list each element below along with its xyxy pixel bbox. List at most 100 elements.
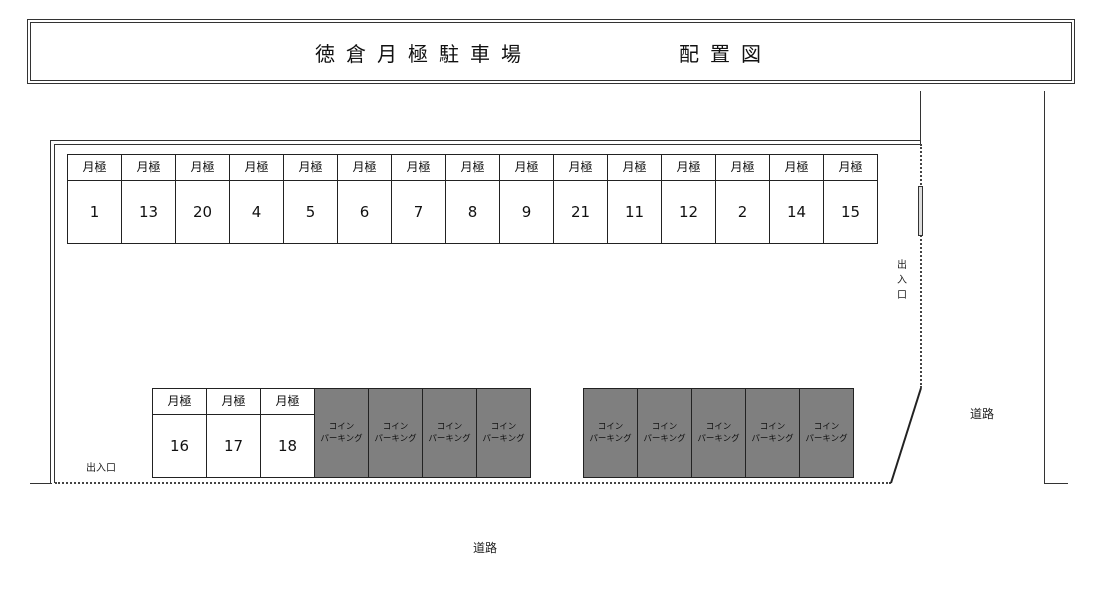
coin-parking-space[interactable]: コインパーキング: [800, 389, 854, 478]
space-type-label: 月極: [261, 389, 314, 415]
coin-parking-space[interactable]: コインパーキング: [423, 389, 477, 478]
space-number: 13: [138, 203, 159, 221]
lot-left-inner-line: [54, 144, 55, 483]
title-box: 徳倉月極駐車場 配置図: [27, 19, 1075, 84]
space-number: 12: [678, 203, 699, 221]
space-type-label: 月極: [716, 155, 769, 181]
entrance-char: 出: [897, 260, 907, 271]
coin-label-line2: パーキング: [643, 434, 686, 444]
space-number: 5: [305, 203, 316, 221]
space-number: 18: [277, 437, 298, 455]
coin-label-line1: コイン: [382, 422, 409, 432]
parking-space-4[interactable]: 月極 4: [230, 155, 284, 244]
title-main: 徳倉月極駐車場: [315, 42, 532, 66]
space-type-label: 月極: [122, 155, 175, 181]
coin-parking-space[interactable]: コインパーキング: [315, 389, 369, 478]
space-type-label: 月極: [284, 155, 337, 181]
parking-space-16[interactable]: 月極 16: [153, 389, 207, 478]
coin-label-line2: パーキング: [697, 434, 740, 444]
lot-top-inner-line: [54, 144, 921, 145]
parking-space-12[interactable]: 月極 12: [662, 155, 716, 244]
bottom-parking-row-left: 月極 16 月極 17 月極 18 コインパーキング コインパーキング コインパーキン…: [152, 388, 531, 478]
space-type-label: 月極: [338, 155, 391, 181]
space-type-label: 月極: [207, 389, 260, 415]
entrance-char: 口: [897, 290, 907, 301]
coin-parking-space[interactable]: コインパーキング: [638, 389, 692, 478]
coin-parking-space[interactable]: コインパーキング: [584, 389, 638, 478]
lot-left-outer-line: [50, 140, 51, 483]
parking-space-21[interactable]: 月極 21: [554, 155, 608, 244]
coin-label-line1: コイン: [651, 422, 678, 432]
lot-diagonal-corner: [890, 387, 922, 484]
coin-label-line1: コイン: [490, 422, 517, 432]
entrance-label-left: 出入口: [86, 463, 116, 474]
road-edge-far-right: [1044, 91, 1045, 483]
parking-space-7[interactable]: 月極 7: [392, 155, 446, 244]
space-number: 8: [467, 203, 478, 221]
space-type-label: 月極: [230, 155, 283, 181]
road-edge-left: [30, 483, 52, 484]
entrance-char: 入: [897, 275, 907, 286]
space-number: 21: [570, 203, 591, 221]
space-number: 4: [251, 203, 262, 221]
space-type-label: 月極: [500, 155, 553, 181]
space-type-label: 月極: [770, 155, 823, 181]
space-number: 6: [359, 203, 370, 221]
space-number: 11: [624, 203, 645, 221]
coin-label-line2: パーキング: [482, 434, 525, 444]
parking-space-15[interactable]: 月極 15: [824, 155, 878, 244]
parking-space-13[interactable]: 月極 13: [122, 155, 176, 244]
coin-label-line1: コイン: [328, 422, 355, 432]
parking-space-6[interactable]: 月極 6: [338, 155, 392, 244]
road-label-bottom: 道路: [473, 541, 498, 555]
space-type-label: 月極: [153, 389, 206, 415]
coin-label-line1: コイン: [436, 422, 463, 432]
space-number: 9: [521, 203, 532, 221]
coin-parking-space[interactable]: コインパーキング: [746, 389, 800, 478]
space-type-label: 月極: [176, 155, 229, 181]
space-number: 2: [737, 203, 748, 221]
space-number: 20: [192, 203, 213, 221]
road-edge-right-inner-top: [920, 91, 921, 144]
lot-bottom-boundary: [55, 482, 891, 484]
coin-label-line2: パーキング: [805, 434, 848, 444]
space-type-label: 月極: [824, 155, 877, 181]
space-number: 14: [786, 203, 807, 221]
lot-right-boundary: [920, 144, 922, 388]
space-number: 17: [223, 437, 244, 455]
parking-space-17[interactable]: 月極 17: [207, 389, 261, 478]
coin-label-line2: パーキング: [320, 434, 363, 444]
parking-space-9[interactable]: 月極 9: [500, 155, 554, 244]
parking-space-5[interactable]: 月極 5: [284, 155, 338, 244]
title-sub: 配置図: [679, 42, 772, 66]
space-type-label: 月極: [68, 155, 121, 181]
space-number: 7: [413, 203, 424, 221]
coin-label-line1: コイン: [597, 422, 624, 432]
parking-space-20[interactable]: 月極 20: [176, 155, 230, 244]
coin-label-line2: パーキング: [751, 434, 794, 444]
parking-space-18[interactable]: 月極 18: [261, 389, 315, 478]
gate-bar: [918, 186, 923, 236]
space-number: 15: [840, 203, 861, 221]
space-type-label: 月極: [662, 155, 715, 181]
coin-parking-space[interactable]: コインパーキング: [369, 389, 423, 478]
space-number: 16: [169, 437, 190, 455]
coin-label-line1: コイン: [705, 422, 732, 432]
parking-space-14[interactable]: 月極 14: [770, 155, 824, 244]
parking-space-2[interactable]: 月極 2: [716, 155, 770, 244]
coin-parking-space[interactable]: コインパーキング: [477, 389, 531, 478]
coin-label-line2: パーキング: [428, 434, 471, 444]
coin-parking-space[interactable]: コインパーキング: [692, 389, 746, 478]
entrance-label-right: 出 入 口: [896, 258, 908, 303]
bottom-parking-row-right: コインパーキング コインパーキング コインパーキング コインパーキング コインパ…: [583, 388, 854, 478]
coin-label-line1: コイン: [813, 422, 840, 432]
coin-label-line2: パーキング: [374, 434, 417, 444]
road-edge-far-right-corner: [1044, 483, 1068, 484]
lot-top-outer-line: [50, 140, 921, 141]
space-type-label: 月極: [554, 155, 607, 181]
space-type-label: 月極: [392, 155, 445, 181]
